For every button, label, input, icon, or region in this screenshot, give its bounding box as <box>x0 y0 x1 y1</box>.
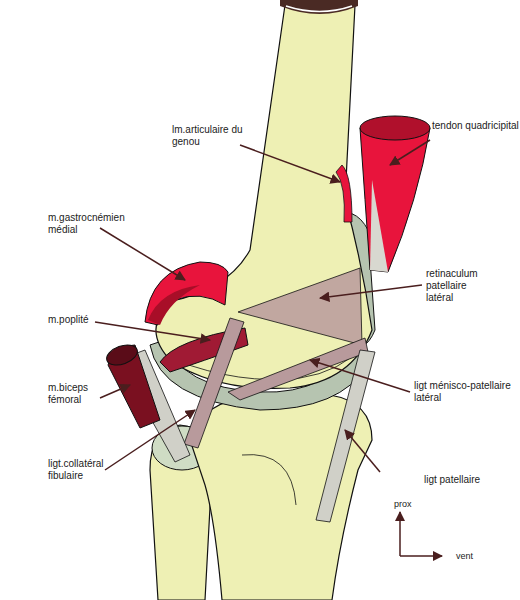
part-label: m.biceps fémoral <box>48 382 100 406</box>
leader-line <box>345 430 380 472</box>
leader-line <box>310 360 410 392</box>
axis-label: prox <box>394 498 424 510</box>
part-label: m.poplité <box>48 314 108 326</box>
leader-line <box>105 410 195 470</box>
part-label: ligt patellaire <box>424 474 504 486</box>
part-label: m.gastrocnémien médial <box>48 212 138 236</box>
part-label: tendon quadricipital <box>432 120 520 132</box>
femur-section-edge <box>286 6 352 12</box>
part-label: ligt ménisco-patellaire latéral <box>414 380 520 404</box>
axis-arrow <box>399 512 401 556</box>
leader-line <box>100 228 185 280</box>
quadriceps-tendon <box>360 128 430 272</box>
tibia-contour <box>242 455 296 505</box>
gastrocnemius-section <box>148 285 200 325</box>
leader-line <box>320 285 422 298</box>
leader-line <box>390 140 430 165</box>
biceps-section <box>104 341 140 369</box>
quadriceps-section <box>360 116 430 140</box>
leader-lines <box>95 140 442 556</box>
articularis-muscle <box>336 165 352 222</box>
leader-line <box>240 145 340 182</box>
axis-arrow <box>400 555 442 557</box>
axis-label: vent <box>456 550 486 562</box>
quadriceps-tendon-white <box>370 180 388 272</box>
gastrocnemius-muscle <box>145 262 228 325</box>
leader-line <box>100 385 130 398</box>
part-label: ligt.collatéral fibulaire <box>48 458 130 482</box>
menisco-patellar-ligament <box>228 338 368 400</box>
part-label: retinaculum patellaire latéral <box>426 268 488 304</box>
patellar-ligament <box>316 350 375 522</box>
leader-line <box>95 322 210 340</box>
lateral-retinaculum <box>238 268 362 345</box>
part-label: lm.articulaire du genou <box>172 124 267 148</box>
femur-section <box>280 0 358 14</box>
femur <box>156 5 372 388</box>
